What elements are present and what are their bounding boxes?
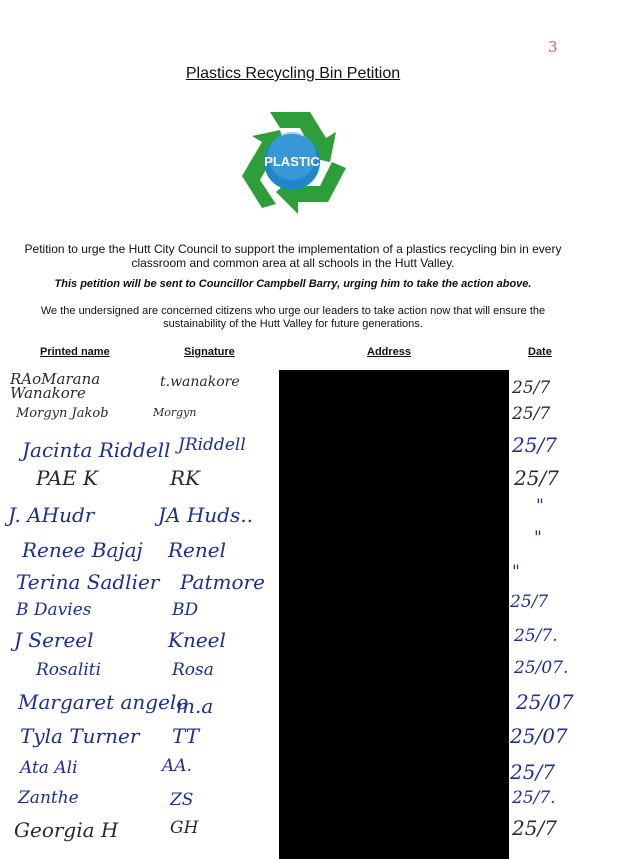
signatory-signature: AA. — [162, 756, 192, 776]
signatory-name: B Davies — [16, 600, 92, 620]
signatory-signature: GH — [170, 818, 199, 838]
signatory-name: Morgyn Jakob — [16, 406, 109, 421]
petition-title: Plastics Recycling Bin Petition — [185, 65, 401, 82]
signatory-date: 25/7 — [512, 816, 557, 840]
signatory-signature: ZS — [170, 790, 194, 810]
page-number: 3 — [548, 38, 558, 56]
signatory-name: RAoMarana Wanakore — [10, 370, 101, 402]
signatory-signature: RK — [170, 466, 200, 490]
petition-notice: This petition will be sent to Councillor… — [54, 278, 532, 290]
signatory-name: J Sereel — [14, 628, 94, 652]
signatory-name: Georgia H — [14, 818, 119, 842]
column-header-address: Address — [367, 346, 412, 358]
signatory-name: Rosaliti — [36, 660, 102, 680]
signatory-date: 25/7 — [512, 404, 551, 424]
column-header-date: Date — [528, 346, 552, 358]
signatory-date: 25/07 — [510, 724, 568, 748]
signatory-signature: Rosa — [172, 660, 214, 680]
address-redaction — [279, 370, 509, 859]
signatory-name: Jacinta Riddell — [22, 438, 171, 462]
signatory-date: 25/7. — [514, 626, 558, 646]
signatory-name: Terina Sadlier — [16, 570, 160, 594]
signatory-date: 25/7 — [514, 466, 559, 490]
signatory-date: " — [512, 562, 520, 582]
signatory-signature: Renel — [168, 538, 227, 562]
signatory-name: J. AHudr — [8, 503, 95, 527]
signatory-signature: Kneel — [168, 628, 226, 652]
signatory-date: 25/7 — [512, 433, 557, 457]
signatory-date: 25/7 — [512, 378, 551, 398]
signatory-name: Renee Bajaj — [22, 538, 143, 562]
signatory-signature: Patmore — [180, 570, 265, 594]
signatory-signature: JA Huds.. — [158, 503, 253, 527]
signatory-name: PAE K — [36, 466, 98, 490]
signatory-name: Zanthe — [18, 788, 79, 808]
petition-declaration: We the undersigned are concerned citizen… — [40, 305, 546, 330]
petition-intro: Petition to urge the Hutt City Council t… — [24, 242, 562, 270]
signatory-date: 25/7 — [510, 592, 549, 612]
signatory-name: Ata Ali — [20, 758, 78, 778]
signatory-signature: m.a — [176, 694, 214, 718]
signatory-signature: BD — [172, 600, 199, 620]
signatory-date: " — [534, 528, 542, 548]
signatory-signature: t.wanakore — [160, 374, 240, 390]
signatory-signature: JRiddell — [178, 435, 246, 455]
signatory-date: 25/7. — [512, 788, 556, 808]
signatory-signature: Morgyn — [153, 406, 197, 419]
column-header-signature: Signature — [184, 346, 235, 358]
plastic-label: PLASTIC — [264, 154, 320, 169]
signatory-name: Tyla Turner — [20, 724, 140, 748]
column-header-printed-name: Printed name — [40, 346, 110, 358]
plastic-recycling-logo: PLASTIC — [242, 112, 346, 214]
signatory-name: Margaret angelo — [18, 690, 189, 714]
signatory-date: 25/7 — [510, 760, 555, 784]
signatory-date: 25/07. — [514, 658, 569, 678]
signatory-date: 25/07 — [516, 690, 574, 714]
signatory-signature: TT — [172, 724, 200, 748]
signatory-date: " — [536, 496, 544, 516]
